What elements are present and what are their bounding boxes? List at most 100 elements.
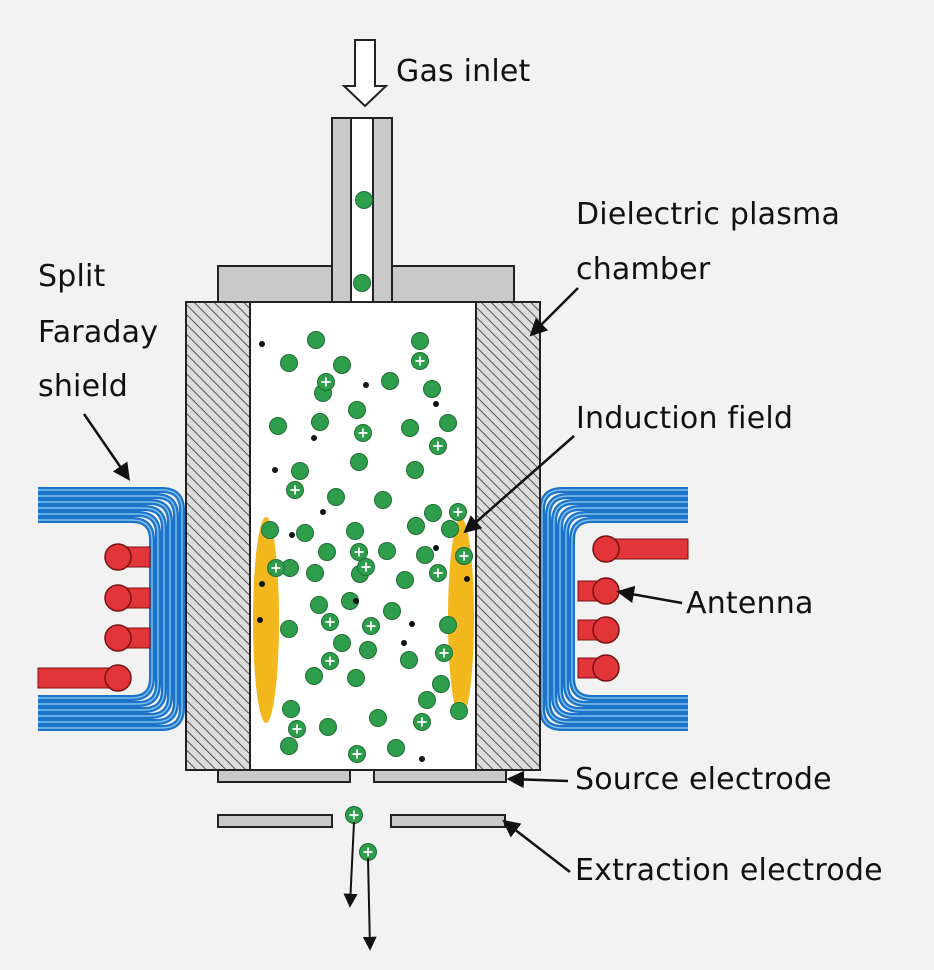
neutral-particle — [347, 669, 365, 687]
ion-particle — [321, 652, 339, 670]
source-electrode-leader — [506, 770, 569, 789]
antenna-leader — [616, 585, 683, 605]
faraday-shield-label-line2: Faraday — [38, 315, 159, 350]
dielectric-chamber-label-line2: chamber — [576, 252, 711, 287]
neutral-particle — [353, 274, 371, 292]
source-electrode — [217, 769, 507, 783]
plasma-particles — [257, 191, 473, 861]
faraday-shield-left — [37, 487, 185, 731]
extraction-electrode — [217, 814, 506, 828]
electron-particle — [409, 621, 415, 627]
neutral-particle — [333, 634, 351, 652]
ion-particle — [348, 745, 366, 763]
gas-inlet-arrow — [341, 39, 389, 108]
neutral-particle — [374, 491, 392, 509]
neutral-particle — [381, 372, 399, 390]
ion-particle — [362, 617, 380, 635]
neutral-particle — [359, 641, 377, 659]
ion-particle — [354, 424, 372, 442]
neutral-particle — [450, 702, 468, 720]
neutral-particle — [383, 602, 401, 620]
ion-particle — [435, 644, 453, 662]
gas-inlet-label: Gas inlet — [396, 54, 531, 89]
neutral-particle — [407, 517, 425, 535]
ion-beam-arrows — [343, 821, 377, 951]
electron-particle — [311, 435, 317, 441]
neutral-particle — [261, 521, 279, 539]
induction-field-label: Induction field — [576, 401, 794, 436]
neutral-particle — [282, 700, 300, 718]
extraction-electrode-leader — [502, 819, 571, 873]
neutral-particle — [387, 739, 405, 757]
neutral-particle — [311, 413, 329, 431]
electron-particle — [353, 598, 359, 604]
neutral-particle — [319, 718, 337, 736]
neutral-particle — [269, 417, 287, 435]
antenna-coil-left-1 — [104, 543, 151, 571]
electron-particle — [401, 640, 407, 646]
neutral-particle — [310, 596, 328, 614]
dielectric-plasma-chamber — [185, 301, 541, 771]
neutral-particle — [305, 667, 323, 685]
neutral-particle — [401, 419, 419, 437]
neutral-particle — [350, 453, 368, 471]
neutral-particle — [411, 332, 429, 350]
ion-particle — [455, 547, 473, 565]
electron-particle — [433, 401, 439, 407]
ion-particle — [288, 720, 306, 738]
ion-particle — [411, 352, 429, 370]
chamber-top-plate — [217, 117, 515, 305]
electron-particle — [464, 576, 470, 582]
electron-particle — [289, 532, 295, 538]
neutral-particle — [280, 620, 298, 638]
extraction-electrode-label: Extraction electrode — [575, 853, 883, 888]
ion-particle — [357, 558, 375, 576]
neutral-particle — [369, 709, 387, 727]
electron-particle — [257, 617, 263, 623]
neutral-particle — [348, 401, 366, 419]
label-leader-arrows — [82, 287, 683, 873]
antenna-coil-right-4 — [577, 654, 620, 682]
neutral-particle — [432, 675, 450, 693]
dielectric-chamber-label-line1: Dielectric plasma — [576, 197, 841, 232]
ion-particle — [350, 543, 368, 561]
faraday-shield-label-line1: Split — [38, 259, 106, 294]
antenna-coil-left-4 — [37, 664, 132, 692]
faraday-shield-label-line3: shield — [38, 369, 129, 404]
electron-particle — [433, 545, 439, 551]
neutral-particle — [418, 691, 436, 709]
neutral-particle — [280, 737, 298, 755]
ion-particle — [429, 437, 447, 455]
neutral-particle — [439, 414, 457, 432]
ion-particle — [321, 613, 339, 631]
faraday-shield-right — [539, 487, 689, 731]
antenna-coil-left-2 — [104, 584, 151, 612]
ion-particle — [267, 559, 285, 577]
neutral-particle — [423, 380, 441, 398]
ion-particle — [359, 843, 377, 861]
neutral-particle — [318, 543, 336, 561]
neutral-particle — [416, 546, 434, 564]
antenna-coil-right-1 — [592, 535, 689, 563]
split-shield-leader — [82, 413, 130, 481]
ion-particle — [286, 481, 304, 499]
electron-particle — [272, 467, 278, 473]
neutral-particle — [424, 504, 442, 522]
ion-particle — [429, 564, 447, 582]
electron-particle — [320, 509, 326, 515]
antenna-coil-right-3 — [577, 616, 620, 644]
neutral-particle — [396, 571, 414, 589]
neutral-particle — [346, 522, 364, 540]
neutral-particle — [306, 564, 324, 582]
dielectric-leader — [529, 287, 579, 337]
neutral-particle — [327, 488, 345, 506]
neutral-particle — [406, 461, 424, 479]
ion-particle — [413, 713, 431, 731]
antenna-coil-left-3 — [104, 624, 151, 652]
neutral-particle — [378, 542, 396, 560]
antenna-coil-right-2 — [577, 577, 620, 605]
neutral-particle — [307, 331, 325, 349]
induction-leader — [463, 435, 575, 534]
neutral-particle — [333, 356, 351, 374]
